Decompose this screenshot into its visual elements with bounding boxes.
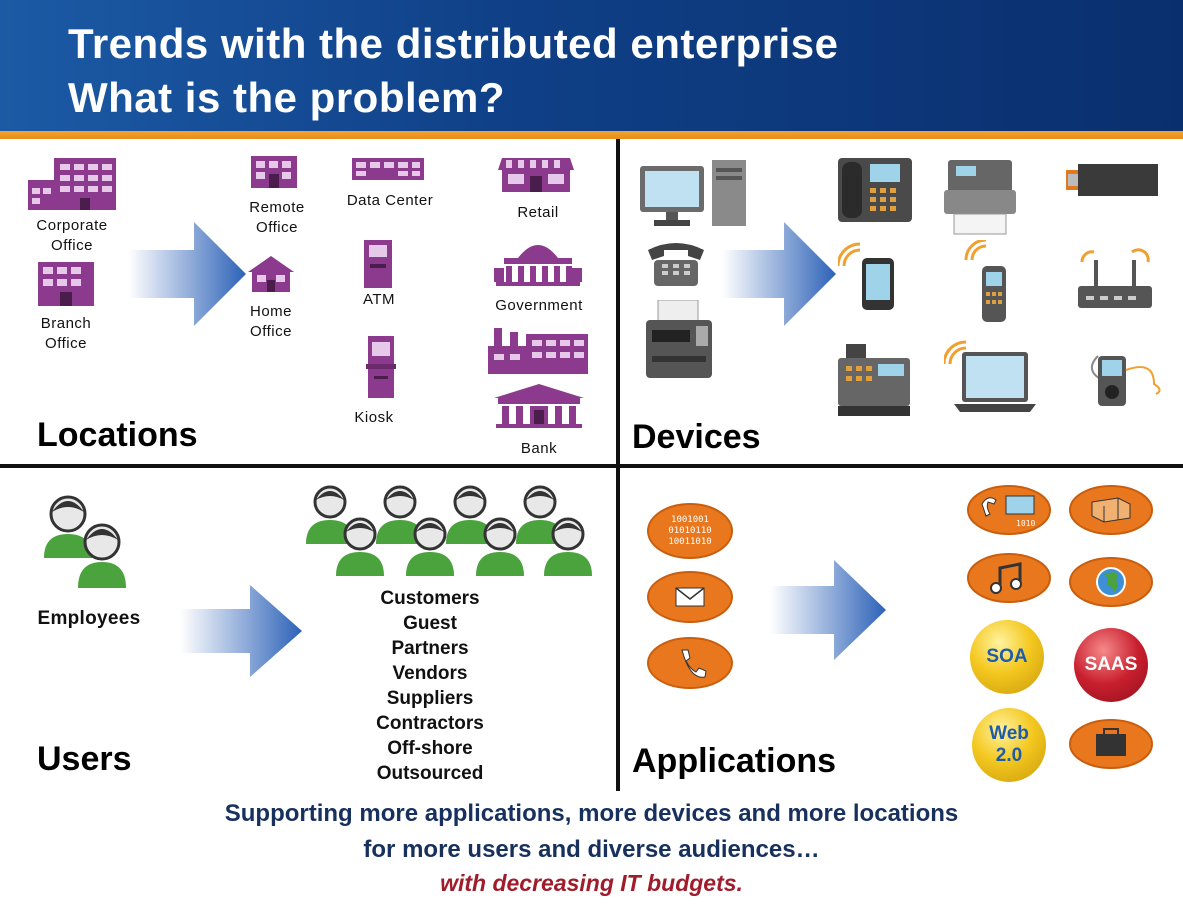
bank-icon (494, 384, 584, 428)
retail-icon (498, 158, 574, 192)
list-item: Suppliers (386, 688, 474, 709)
employees-label: Employees (37, 608, 141, 629)
globe-icon (1069, 557, 1153, 607)
employees-icon (44, 495, 126, 588)
applications-title: Applications (632, 742, 837, 780)
branch-office-label: Branch Office (40, 315, 92, 352)
svg-text:1001001: 1001001 (671, 515, 709, 525)
telephone-icon (648, 243, 704, 286)
user-groups-list: Customers Guest Partners Vendors Supplie… (360, 586, 500, 786)
users-title: Users (37, 740, 132, 778)
ip-phone-icon (838, 158, 912, 222)
cash-register-icon (838, 344, 910, 416)
saas-badge: SAAS (1074, 628, 1148, 702)
storage-icon (1069, 485, 1153, 535)
briefcase-icon (1069, 719, 1153, 769)
smartphone-wireless-icon (838, 242, 894, 310)
web20-badge: Web 2.0 (972, 708, 1046, 782)
footer-line-3: with decreasing IT budgets. (440, 870, 743, 896)
home-office-icon (248, 256, 294, 292)
applications-arrow-icon (770, 560, 886, 660)
unified-communications-icon: 1010 (967, 485, 1051, 535)
header-banner (0, 0, 1183, 131)
locations-title: Locations (37, 416, 198, 454)
page-subtitle: What is the problem? (68, 74, 506, 121)
list-item: Contractors (376, 713, 484, 734)
music-icon (967, 553, 1051, 603)
remote-office-icon (251, 156, 297, 188)
multifunction-printer-icon (944, 160, 1016, 235)
industrial-building-icon (488, 328, 588, 374)
users-arrow-icon (180, 585, 302, 677)
locations-arrow-icon (128, 222, 246, 326)
list-item: Off-shore (387, 738, 473, 759)
corporate-office-label: Corporate Office (36, 217, 108, 254)
data-center-icon (352, 158, 424, 180)
list-item: Customers (380, 588, 480, 609)
footer-line-1: Supporting more applications, more devic… (224, 800, 959, 827)
devices-arrow-icon (722, 222, 836, 326)
fax-machine-icon (646, 300, 712, 378)
binary-data-icon: 1001001 01010110 10011010 (647, 503, 733, 559)
svg-text:10011010: 10011010 (668, 537, 711, 547)
mobile-phone-wireless-icon (964, 240, 1006, 322)
branch-office-icon (38, 262, 94, 306)
projector-icon (1066, 164, 1158, 196)
kiosk-icon (366, 336, 396, 398)
user-groups-icon (306, 485, 594, 578)
corporate-office-icon (28, 158, 116, 210)
media-player-icon (1091, 355, 1161, 406)
list-item: Vendors (392, 663, 468, 684)
page-title: Trends with the distributed enterprise (68, 20, 839, 67)
email-icon (647, 571, 733, 623)
remote-office-label: Remote Office (249, 199, 305, 236)
atm-icon (364, 240, 392, 288)
phone-call-icon (647, 637, 733, 689)
horizontal-divider (0, 464, 1183, 468)
kiosk-label: Kiosk (354, 409, 394, 426)
atm-label: ATM (362, 291, 396, 308)
footer-line-2: for more users and diverse audiences… (363, 836, 820, 863)
svg-text:01010110: 01010110 (668, 526, 711, 536)
retail-label: Retail (517, 204, 559, 221)
list-item: Guest (403, 613, 457, 634)
bank-label: Bank (520, 440, 558, 457)
header-accent-line (0, 131, 1183, 139)
soa-badge: SOA (970, 620, 1044, 694)
devices-title: Devices (632, 418, 761, 456)
list-item: Partners (391, 638, 469, 659)
laptop-wireless-icon (944, 340, 1036, 412)
home-office-label: Home Office (249, 303, 292, 340)
data-center-label: Data Center (346, 192, 434, 209)
svg-text:1010: 1010 (1016, 519, 1035, 528)
wireless-router-icon (1078, 248, 1152, 308)
government-icon (494, 245, 582, 286)
government-label: Government (495, 297, 583, 314)
desktop-computer-icon (640, 160, 746, 226)
list-item: Outsourced (376, 763, 484, 784)
